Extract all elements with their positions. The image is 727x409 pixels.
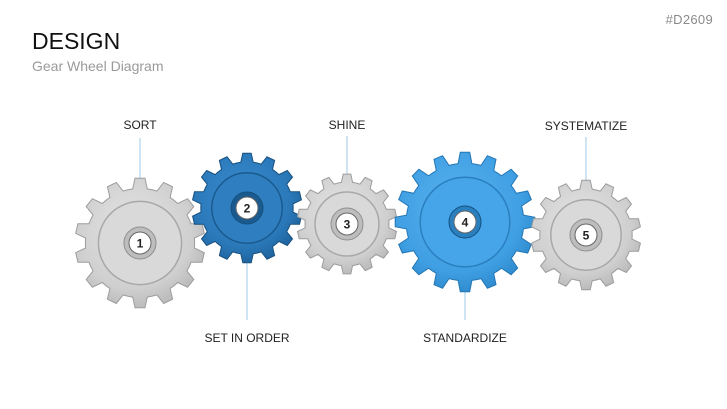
gear-1: 1 bbox=[75, 177, 205, 309]
gear-5: 5 bbox=[531, 179, 641, 291]
gear-number-badge bbox=[453, 210, 477, 234]
gear-number: 1 bbox=[137, 237, 144, 251]
slide-id: #D2609 bbox=[665, 12, 713, 27]
gear-3: 3 bbox=[296, 173, 398, 275]
page-subtitle: Gear Wheel Diagram bbox=[32, 58, 164, 74]
page-title: DESIGN bbox=[32, 28, 121, 54]
gear-4: 4 bbox=[394, 151, 536, 293]
gear-label-1: SORT bbox=[123, 118, 157, 132]
gear-number-badge bbox=[128, 231, 152, 255]
gear-number: 4 bbox=[462, 216, 469, 230]
gear-label-2: SET IN ORDER bbox=[204, 331, 290, 345]
gear-number-badge bbox=[335, 212, 359, 236]
gear-number-badge bbox=[235, 196, 259, 220]
gear-2: 2 bbox=[192, 152, 302, 264]
gear-number: 5 bbox=[583, 229, 590, 243]
gear-label-3: SHINE bbox=[328, 118, 366, 132]
gear-label-4: STANDARDIZE bbox=[423, 331, 507, 345]
gear-number: 3 bbox=[344, 218, 351, 232]
gear-number-badge bbox=[574, 223, 598, 247]
gear-number: 2 bbox=[244, 202, 251, 216]
gear-label-5: SYSTEMATIZE bbox=[544, 119, 628, 133]
